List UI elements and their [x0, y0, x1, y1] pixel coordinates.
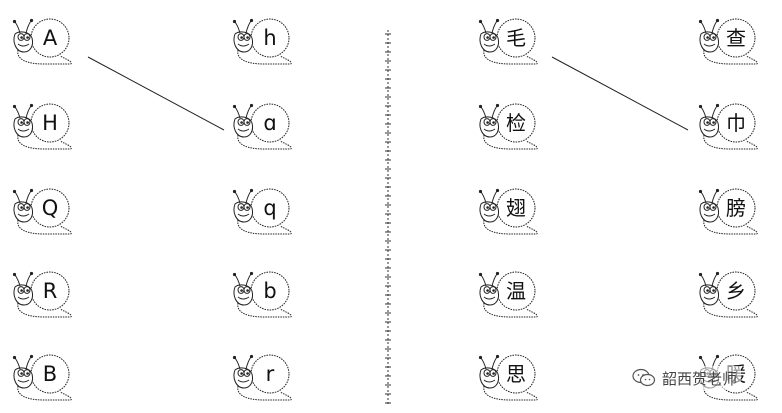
snail-label: 查 [726, 26, 746, 50]
snail-label: b [263, 278, 277, 303]
snail-label: 膀 [726, 196, 746, 220]
snail-icon [12, 103, 72, 150]
snail-letter-left-2[interactable]: H [10, 97, 74, 153]
snail-label: H [42, 110, 58, 135]
snail-icon [698, 188, 758, 235]
snail-label: 思 [506, 362, 526, 386]
snail-icon [478, 18, 538, 65]
snail-icon [12, 188, 72, 235]
snail-label: Q [41, 195, 59, 220]
snail-label: 巾 [726, 111, 746, 135]
snail-label: 温 [506, 279, 526, 303]
watermark: 韶西贺老师 [628, 366, 742, 390]
snail-character-left-1[interactable]: 毛 [476, 12, 540, 68]
snail-label: 毛 [506, 26, 526, 50]
snail-icon [478, 354, 538, 401]
snail-icon [478, 188, 538, 235]
wechat-icon [632, 368, 656, 387]
snail-letter-left-4[interactable]: R [10, 265, 74, 321]
snail-icon [12, 354, 72, 401]
snail-character-right-4[interactable]: 乡 [696, 265, 760, 321]
snail-icon [232, 354, 292, 401]
center-divider [385, 30, 391, 406]
snail-character-left-5[interactable]: 思 [476, 348, 540, 404]
snail-icon [698, 18, 758, 65]
snail-label: ɑ [263, 110, 277, 135]
match-line-characters [551, 56, 689, 131]
snail-icon [12, 271, 72, 318]
snail-character-left-2[interactable]: 检 [476, 97, 540, 153]
match-line-letters [87, 56, 225, 131]
snail-letter-right-4[interactable]: b [230, 265, 294, 321]
snail-letter-right-1[interactable]: h [230, 12, 294, 68]
snail-character-right-1[interactable]: 查 [696, 12, 760, 68]
snail-label: r [265, 361, 275, 386]
snail-letter-left-3[interactable]: Q [10, 182, 74, 238]
snail-label: 检 [506, 111, 526, 135]
snail-letter-left-1[interactable]: A [10, 12, 74, 68]
snail-label: B [42, 361, 58, 386]
snail-icon [478, 271, 538, 318]
snail-letter-right-2[interactable]: ɑ [230, 97, 294, 153]
snail-letter-left-5[interactable]: B [10, 348, 74, 404]
snail-icon [12, 18, 72, 65]
snail-label: R [42, 278, 58, 303]
snail-character-left-4[interactable]: 温 [476, 265, 540, 321]
snail-icon [232, 188, 292, 235]
snail-label: q [263, 195, 277, 220]
snail-icon [232, 271, 292, 318]
snail-character-left-3[interactable]: 翅 [476, 182, 540, 238]
snail-letter-right-3[interactable]: q [230, 182, 294, 238]
snail-icon [698, 271, 758, 318]
snail-icon [232, 18, 292, 65]
snail-icon [232, 103, 292, 150]
snail-letter-right-5[interactable]: r [230, 348, 294, 404]
watermark-text: 韶西贺老师 [662, 369, 738, 388]
snail-icon [698, 103, 758, 150]
snail-label: A [42, 25, 58, 50]
snail-character-right-2[interactable]: 巾 [696, 97, 760, 153]
snail-character-right-3[interactable]: 膀 [696, 182, 760, 238]
snail-label: 翅 [506, 196, 526, 220]
snail-icon [478, 103, 538, 150]
snail-label: 乡 [726, 279, 746, 303]
snail-label: h [263, 25, 277, 50]
